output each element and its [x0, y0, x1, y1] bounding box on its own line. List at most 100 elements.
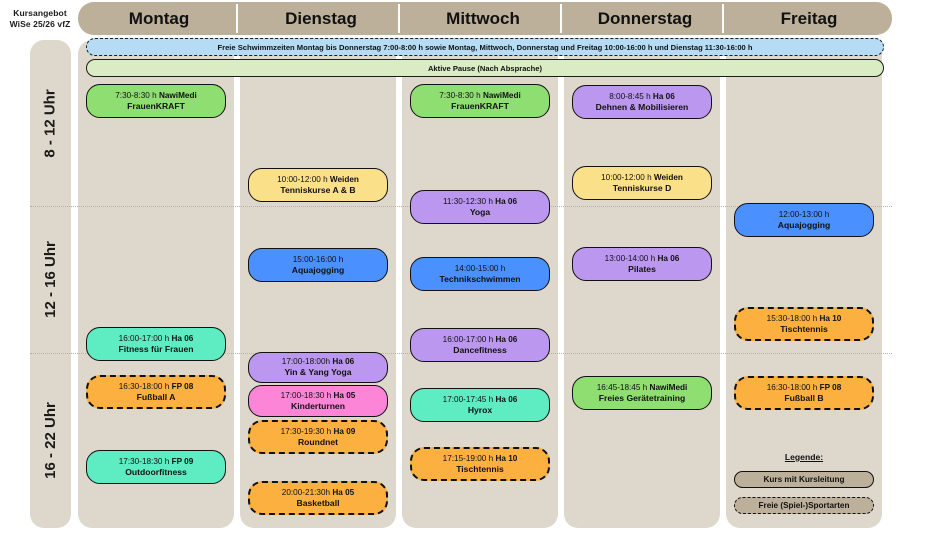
course-name: Fußball B	[784, 392, 824, 403]
course-time-room: 16:45-18:45 h NawiMedi	[597, 383, 688, 393]
course-name: Aquajogging	[777, 219, 831, 230]
course-name: Tenniskurse A & B	[280, 184, 356, 195]
course-name: Fußball A	[136, 391, 176, 402]
day-header-mittwoch[interactable]: Mittwoch	[446, 8, 520, 28]
course-room: Ha 06	[657, 253, 680, 263]
course-time-room: 12:00-13:00 h	[779, 210, 830, 220]
course-room: Ha 05	[333, 390, 356, 400]
day-header-donnerstag[interactable]: Donnerstag	[597, 8, 693, 28]
course-name: Roundnet	[297, 436, 339, 447]
day-header-freitag[interactable]: Freitag	[780, 8, 838, 28]
course-time: 17:00-18:30 h	[280, 390, 332, 400]
legend-title: Legende:	[784, 452, 824, 462]
course-time: 17:30-19:30 h	[280, 426, 332, 436]
course-time-room: 11:30-12:30 h Ha 06	[443, 197, 517, 207]
course-room: NawiMedi	[158, 90, 197, 100]
course-room: FP 08	[819, 382, 842, 392]
course-time-room: 17:15-19:00 h Ha 10	[443, 454, 518, 464]
day-header-dienstag[interactable]: Dienstag	[285, 8, 357, 28]
course-name: FrauenKRAFT	[127, 100, 185, 111]
course-time: 11:30-12:30 h	[442, 196, 493, 206]
course-time-room: 14:00-15:00 h	[455, 264, 506, 274]
course-time: 17:30-18:30 h	[118, 456, 170, 466]
course-time-room: 16:30-18:00 h FP 08	[767, 383, 842, 393]
legend-item-2: Freie (Spiel-)Sportarten	[734, 497, 874, 514]
course-time: 17:15-19:00 h	[442, 453, 494, 463]
course-room: Ha 06	[495, 196, 518, 206]
course-time-room: 17:30-18:30 h FP 09	[119, 457, 194, 467]
course-time: 8:00-8:45 h	[609, 91, 651, 101]
time-row-label-1: 8 - 12 Uhr	[30, 40, 71, 206]
course-time-room: 10:00-12:00 h Weiden	[601, 173, 683, 183]
course-time: 20:00-21:30h	[281, 487, 331, 497]
course-name: Dancefitness	[453, 344, 507, 355]
course-name: Tischtennis	[456, 463, 504, 474]
course-name: Tischtennis	[780, 323, 828, 334]
day-header-bar: Montag Dienstag Mittwoch Donnerstag Freitag	[78, 2, 892, 35]
course-room: Ha 05	[332, 487, 355, 497]
course-name: Basketball	[296, 497, 340, 508]
time-row-label-text: 8 - 12 Uhr	[42, 88, 60, 158]
course-time: 16:45-18:45 h	[596, 382, 648, 392]
course-time: 16:00-17:00 h	[118, 333, 170, 343]
course-time: 16:30-18:00 h	[118, 381, 170, 391]
course-time-room: 10:00-12:00 h Weiden	[277, 175, 359, 185]
course-name: Yin & Yang Yoga	[284, 367, 352, 378]
course-time: 17:00-18:00h	[281, 357, 331, 366]
page-title-line2: WiSe 25/26 vfZ	[9, 19, 71, 30]
course-name: Kinderturnen	[291, 400, 345, 411]
legend-item-1: Kurs mit Kursleitung	[734, 471, 874, 488]
course-name: Fitness für Frauen	[118, 343, 194, 354]
course-room: Ha 06	[652, 91, 675, 101]
course-name: Yoga	[469, 206, 491, 217]
course-time-room: 15:00-16:00 h	[293, 255, 344, 265]
day-column-montag	[78, 40, 234, 528]
course-time: 10:00-12:00 h	[277, 174, 328, 184]
course-room: Ha 09	[333, 426, 356, 436]
day-header-montag[interactable]: Montag	[128, 8, 190, 28]
course-name: Aquajogging	[291, 264, 345, 275]
course-room: Ha 10	[495, 453, 518, 463]
course-time: 12:00-13:00 h	[778, 209, 830, 219]
course-time-room: 8:00-8:45 h Ha 06	[609, 92, 675, 102]
course-name: Tenniskurse D	[612, 182, 672, 193]
course-time: 10:00-12:00 h	[601, 172, 652, 182]
course-time-room: 20:00-21:30h Ha 05	[282, 488, 354, 498]
day-header-separator	[398, 4, 400, 33]
course-room: Ha 06	[495, 394, 518, 404]
course-time: 15:30-18:00 h	[766, 313, 818, 323]
day-column-freitag	[726, 40, 882, 528]
course-room: Weiden	[653, 172, 683, 182]
course-time-room: 7:30-8:30 h NawiMedi	[115, 91, 196, 101]
course-name: Hyrox	[467, 404, 493, 415]
course-time-room: 7:30-8:30 h NawiMedi	[439, 91, 520, 101]
time-row-label-text: 16 - 22 Uhr	[42, 402, 60, 479]
course-time-room: 16:30-18:00 h FP 08	[119, 382, 194, 392]
course-time-room: 15:30-18:00 h Ha 10	[767, 314, 842, 324]
course-time-room: 13:00-14:00 h Ha 06	[605, 254, 680, 264]
